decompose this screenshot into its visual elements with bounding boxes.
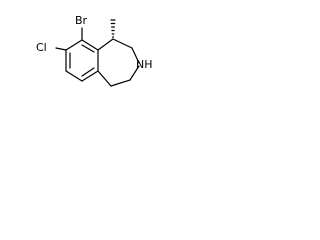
bond-ring-c6-c1 bbox=[65, 39, 83, 51]
bond-azepine-c11-c3 bbox=[97, 70, 112, 87]
methyl-hashed-wedge-bond bbox=[110, 19, 116, 38]
bond-azepine-c7-c8 bbox=[112, 38, 133, 49]
bond-ring-inner-double-2 bbox=[81, 67, 95, 77]
bond-azepine-c2-c7 bbox=[97, 38, 114, 51]
bond-azepine-c8-n bbox=[131, 47, 140, 64]
bond-ring-c1-c2 bbox=[81, 39, 99, 51]
bond-ring-inner-double-1 bbox=[81, 44, 95, 53]
chemical-structure-diagram: Br Cl NH bbox=[36, 14, 153, 87]
bond-ring-c4-c5 bbox=[65, 70, 83, 82]
bond-azepine-n-c10 bbox=[129, 65, 140, 81]
bond-azepine-c10-c11 bbox=[110, 79, 131, 87]
bond-c6-cl bbox=[55, 47, 67, 51]
amine-atom-label: NH bbox=[136, 58, 153, 71]
bromine-atom-label: Br bbox=[75, 14, 88, 27]
chlorine-atom-label: Cl bbox=[36, 41, 47, 54]
bond-ring-c3-c4 bbox=[81, 70, 99, 82]
